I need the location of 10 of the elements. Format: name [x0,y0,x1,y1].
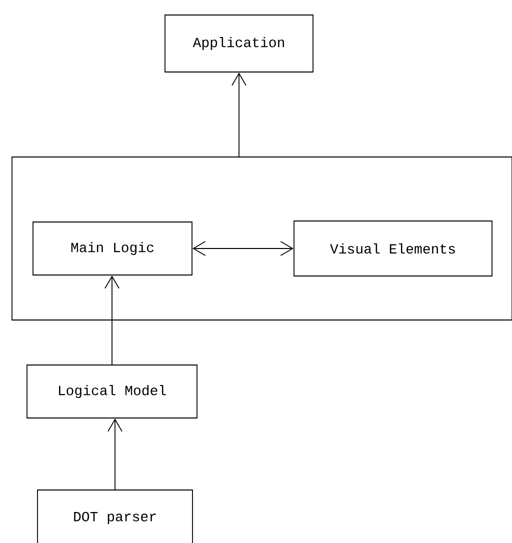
arrow [104,275,120,365]
process-box: Main Logic [32,222,192,276]
container-box [12,156,512,320]
arrow [192,241,294,256]
process-box: DOT parser [37,490,193,543]
process-box: Application [164,14,314,72]
arrow [232,72,246,157]
process-box: Visual Elements [294,220,492,276]
process-box: Logical Model [26,364,198,418]
arrow [108,418,122,490]
